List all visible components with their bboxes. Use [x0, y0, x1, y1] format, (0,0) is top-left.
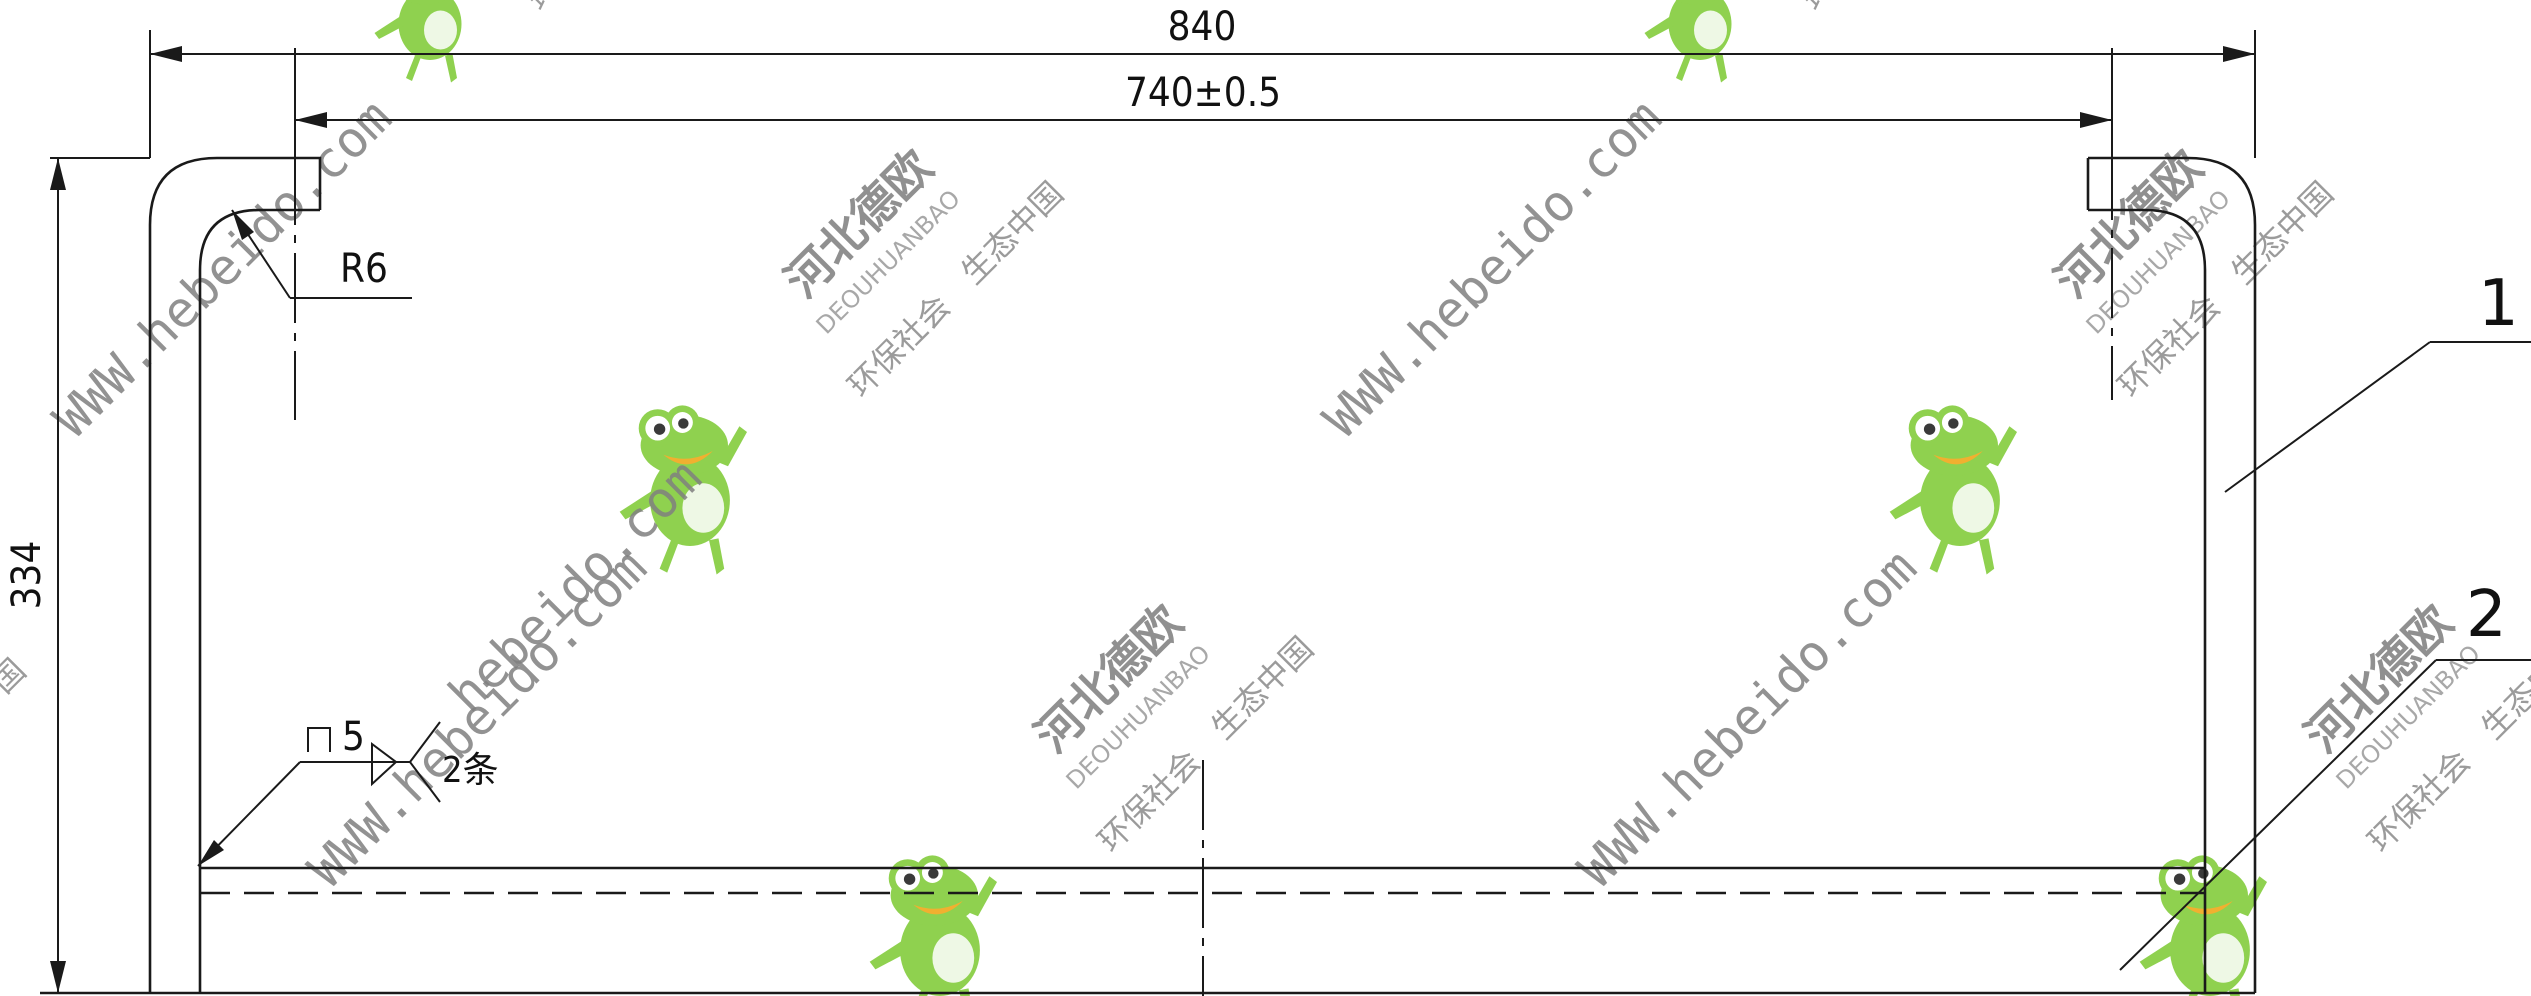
watermark-tagline: 生态中国 — [2223, 174, 2340, 291]
watermark-tagline: 生态中国 — [953, 174, 1070, 291]
radius-label: R6 — [340, 246, 388, 292]
dimension-740: 740±0.5 — [294, 48, 2113, 160]
watermark-fragment: 环 — [519, 0, 569, 18]
watermark-url: WWW.hebeido.com — [1312, 88, 1672, 448]
watermark-brand-block: 河北德欧 DEOUHUANBAO 环保社会 生态中国 — [775, 139, 1071, 404]
watermark-url: WWW.hebeido.com — [1567, 538, 1927, 898]
weld-note-label: 2条 — [442, 750, 499, 791]
outer-profile-line — [148, 156, 295, 993]
watermark-brand-block: 河北德欧 DEOUHUANBAO 环保社会 生态中国 — [2045, 139, 2341, 404]
dimension-overall-width: 840 — [1168, 4, 1237, 50]
watermark-fragment: 环 — [1794, 0, 1844, 18]
part-number-label: 2 — [2466, 578, 2507, 652]
watermark-frog-icon — [1644, 0, 1745, 83]
weld-symbol: 5 2条 — [197, 714, 499, 867]
watermark-frog-icon — [1889, 405, 2017, 575]
dimension-inner-width: 740±0.5 — [1125, 70, 1281, 116]
inner-profile-line — [198, 208, 320, 993]
part-callout-2: 2 — [2119, 578, 2531, 971]
dimension-height: 334 — [4, 541, 50, 610]
end-tab — [295, 156, 322, 210]
radius-callout: R6 — [231, 209, 412, 299]
inner-profile-line — [2088, 208, 2207, 993]
outer-profile-line — [2088, 156, 2257, 993]
part-number-label: 1 — [2478, 267, 2519, 341]
frame-outline — [40, 150, 2257, 996]
watermark-fragment: 国 — [0, 651, 33, 701]
watermark-frog-icon — [869, 855, 997, 996]
part-callout-1: 1 — [2224, 267, 2531, 493]
weld-size-label: 5 — [342, 714, 365, 760]
dimension-840: 840 — [149, 4, 2256, 158]
watermark-tagline: 生态中国 — [1203, 629, 1320, 746]
watermark-brand-block: 河北德欧 DEOUHUANBAO 环保社会 生态中国 — [1025, 594, 1321, 859]
watermark-frog-icon — [374, 0, 475, 83]
dimension-334: 334 — [4, 157, 150, 993]
watermark-frog-icon — [2139, 855, 2267, 996]
